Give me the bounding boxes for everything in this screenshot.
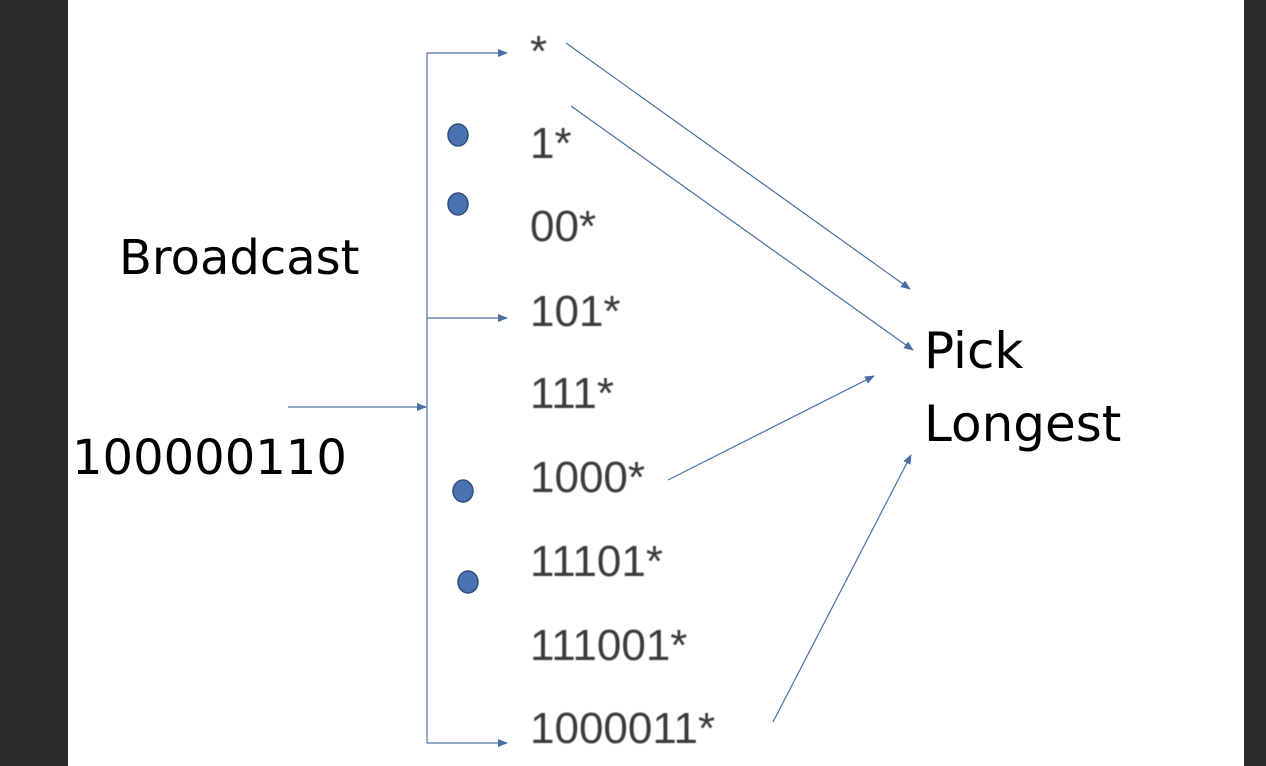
match-arrow-1000 [667, 375, 875, 481]
prefix-entry: 1000011* [530, 704, 716, 753]
match-dot-2 [447, 192, 469, 216]
slide-canvas [68, 0, 1244, 766]
input-address-label: 100000110 [72, 430, 347, 486]
match-dot-3 [452, 479, 474, 503]
prefix-entry: 00* [530, 202, 597, 251]
window-edge [1244, 0, 1266, 766]
longest-label: Longest [924, 395, 1122, 453]
match-arrow-1 [570, 105, 914, 351]
prefix-entry: 1* [530, 119, 572, 168]
pick-label: Pick [924, 322, 1024, 380]
match-arrow-star [565, 42, 911, 290]
prefix-entry: 111001* [530, 621, 688, 670]
match-arrow-1000011 [772, 454, 912, 723]
prefix-entry: 1000* [530, 453, 646, 502]
prefix-entry: 111* [530, 369, 615, 418]
prefix-entry: * [530, 27, 548, 76]
match-dot-1 [447, 123, 469, 147]
match-dot-4 [457, 570, 479, 594]
prefix-entry: 101* [530, 287, 621, 336]
broadcast-label: Broadcast [119, 230, 360, 286]
prefix-entry: 11101* [530, 537, 663, 586]
